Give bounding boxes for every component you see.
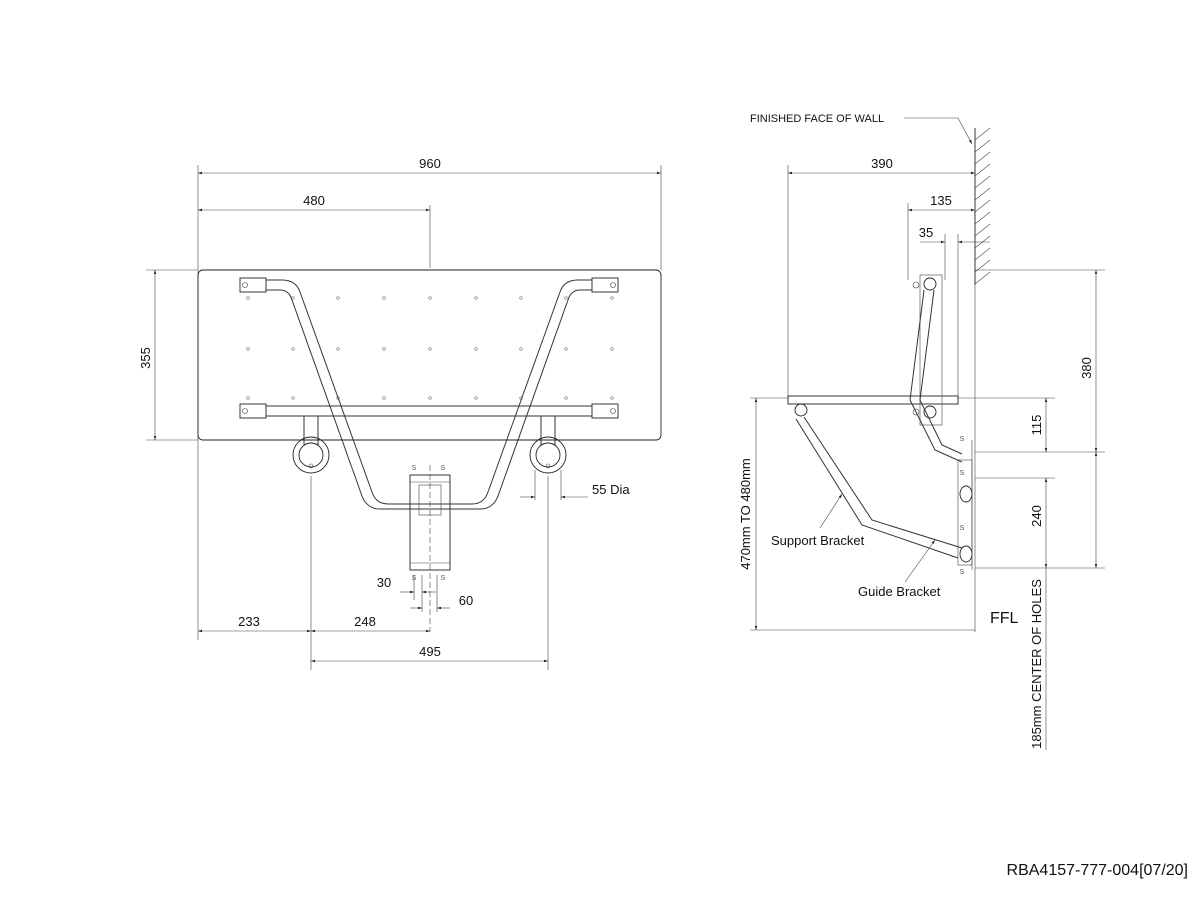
screw-mark: S — [441, 575, 446, 582]
bracket-bottom-right — [591, 403, 619, 419]
leg-right — [529, 416, 567, 474]
screw-mark: S — [412, 465, 417, 472]
dim-plate-offset: 35 — [919, 225, 933, 240]
dim-plate-a: 30 — [377, 575, 391, 590]
bracket-bottom-left — [239, 403, 267, 419]
dim-depth: 355 — [138, 347, 153, 369]
screw-mark: S — [960, 470, 965, 477]
front-view: 960 480 355 — [138, 156, 662, 670]
screw-mark: S — [960, 569, 965, 576]
wall — [974, 127, 991, 632]
dim-hole-gap: 115 — [1029, 415, 1044, 436]
seat-side — [787, 395, 959, 405]
bracket-top-right — [591, 277, 619, 293]
screw-mark: S — [441, 465, 446, 472]
dim-half-width: 480 — [303, 193, 325, 208]
dim-seat-height: 470mm TO 480mm — [738, 458, 753, 570]
dim-bracket-offset: 135 — [930, 193, 952, 208]
dim-leg-spacing: 495 — [419, 644, 441, 659]
guide-bracket-label: Guide Bracket — [858, 584, 941, 599]
dim-leg-to-center: 248 — [354, 614, 376, 629]
guide-bracket: S S S S — [957, 436, 973, 576]
dim-upper-height: 380 — [1079, 357, 1094, 379]
dim-plate-b: 60 — [459, 593, 473, 608]
screw-mark: S — [960, 436, 965, 443]
seat-panel — [197, 269, 662, 441]
cross-rail — [266, 405, 592, 417]
support-bracket — [794, 403, 973, 563]
support-bracket-label: Support Bracket — [771, 533, 865, 548]
bracket-top-left — [239, 277, 267, 293]
dim-lower-gap: 240 — [1029, 505, 1044, 527]
dim-projection: 390 — [871, 156, 893, 171]
side-view: FINISHED FACE OF WALL 390 135 35 — [738, 113, 1105, 750]
wall-label: FINISHED FACE OF WALL — [750, 113, 884, 125]
screw-mark: S — [960, 525, 965, 532]
upper-bracket — [909, 274, 963, 463]
wall-plate: S S S S — [409, 465, 451, 632]
drain-holes — [246, 296, 614, 400]
dim-hole-height: 185mm CENTER OF HOLES — [1029, 579, 1044, 749]
floor-label: FFL — [990, 610, 1019, 627]
drawing-reference: RBA4157-777-004[07/20] — [1007, 862, 1188, 879]
leg-left — [292, 416, 330, 474]
dim-overall-width: 960 — [419, 156, 441, 171]
dim-edge-to-leg: 233 — [238, 614, 260, 629]
dim-tube-dia: 55 Dia — [592, 482, 630, 497]
